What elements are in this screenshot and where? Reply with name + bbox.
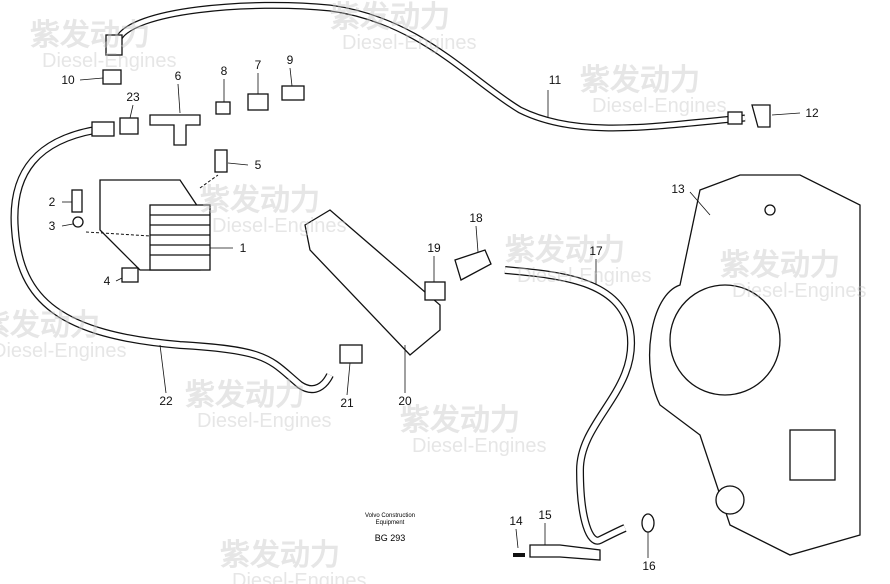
callout-3[interactable]: 3	[48, 219, 56, 233]
callout-15[interactable]: 15	[538, 508, 552, 522]
callout-11[interactable]: 11	[548, 73, 562, 87]
nut-10	[102, 69, 122, 85]
callout-21[interactable]: 21	[340, 396, 354, 410]
hose-17	[504, 266, 636, 545]
caption-line1: Volvo Construction	[364, 513, 416, 519]
callout-7[interactable]: 7	[254, 58, 262, 72]
callout-19[interactable]: 19	[427, 241, 441, 255]
callout-13[interactable]: 13	[671, 182, 685, 196]
callout-1[interactable]: 1	[239, 241, 247, 255]
diagram-caption: Volvo Construction Equipment BG 293	[365, 513, 415, 543]
leader-lines	[61, 67, 801, 558]
callout-9[interactable]: 9	[286, 53, 294, 67]
caption-line2: Equipment	[375, 520, 405, 526]
dashed-guides	[85, 174, 219, 237]
hose-11	[114, 1, 746, 132]
oil-cooler-1	[149, 204, 211, 271]
callout-23[interactable]: 23	[126, 90, 140, 104]
callout-2[interactable]: 2	[48, 195, 56, 209]
callout-5[interactable]: 5	[254, 158, 262, 172]
callout-22[interactable]: 22	[159, 394, 173, 408]
callout-10[interactable]: 10	[61, 73, 75, 87]
elbow-fitting	[105, 34, 123, 56]
callout-16[interactable]: 16	[642, 559, 656, 573]
tee-6	[149, 114, 201, 146]
bracket-20	[304, 209, 441, 356]
callout-4[interactable]: 4	[103, 274, 111, 288]
callout-20[interactable]: 20	[398, 394, 412, 408]
callout-8[interactable]: 8	[220, 64, 228, 78]
callout-18[interactable]: 18	[469, 211, 483, 225]
transmission-13	[649, 174, 861, 556]
callout-6[interactable]: 6	[174, 69, 182, 83]
callout-12[interactable]: 12	[805, 106, 819, 120]
callout-17[interactable]: 17	[589, 244, 603, 258]
callout-14[interactable]: 14	[509, 514, 523, 528]
caption-code: BG 293	[374, 533, 406, 543]
elbow-12	[751, 104, 771, 128]
